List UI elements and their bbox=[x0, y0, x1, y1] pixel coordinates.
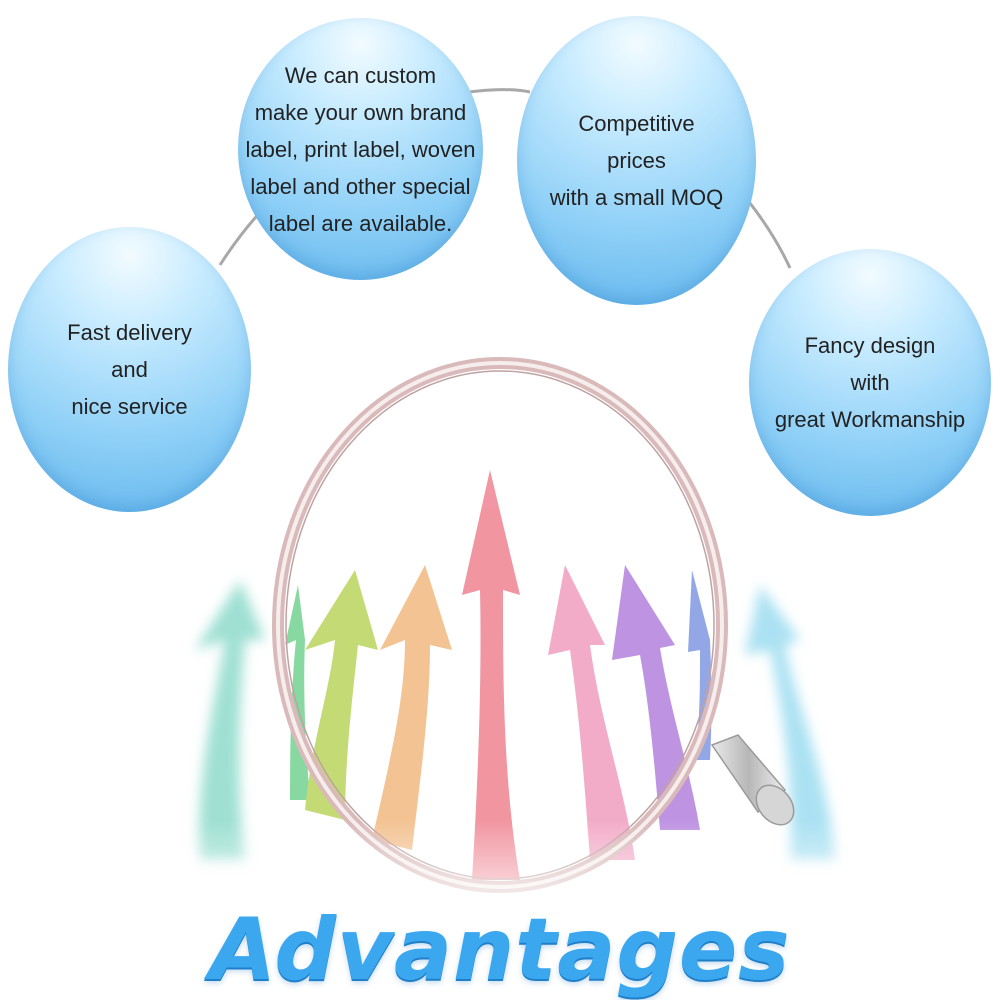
bubble-text: We can custom make your own brand label,… bbox=[245, 62, 476, 236]
arrow-lime-icon bbox=[305, 570, 378, 820]
bubble-text: Fancy design with great Workmanship bbox=[774, 333, 966, 432]
arrow-red-icon bbox=[462, 470, 520, 880]
bubble-competitive-prices: Competitive prices with a small MOQ bbox=[517, 16, 756, 305]
bottom-fade bbox=[160, 820, 860, 920]
bubble-text: Fast delivery and nice service bbox=[67, 320, 192, 419]
magnifier-handle bbox=[710, 734, 795, 826]
arrow-orange-icon bbox=[372, 565, 452, 850]
arrow-left-blur-icon bbox=[195, 580, 265, 860]
arrow-pink-icon bbox=[548, 565, 635, 860]
arrow-right-blur-icon bbox=[745, 585, 835, 860]
blurred-arrows bbox=[195, 580, 835, 860]
bubble-fancy-design: Fancy design with great Workmanship bbox=[749, 249, 991, 516]
bubble-fast-delivery: Fast delivery and nice service bbox=[8, 227, 251, 512]
advantages-title: Advantages bbox=[209, 900, 791, 1000]
bubble-text: Competitive prices with a small MOQ bbox=[549, 111, 724, 210]
arrow-purple-icon bbox=[612, 565, 700, 830]
growth-arrows bbox=[285, 470, 712, 880]
bubble-custom-label: We can custom make your own brand label,… bbox=[238, 18, 483, 280]
